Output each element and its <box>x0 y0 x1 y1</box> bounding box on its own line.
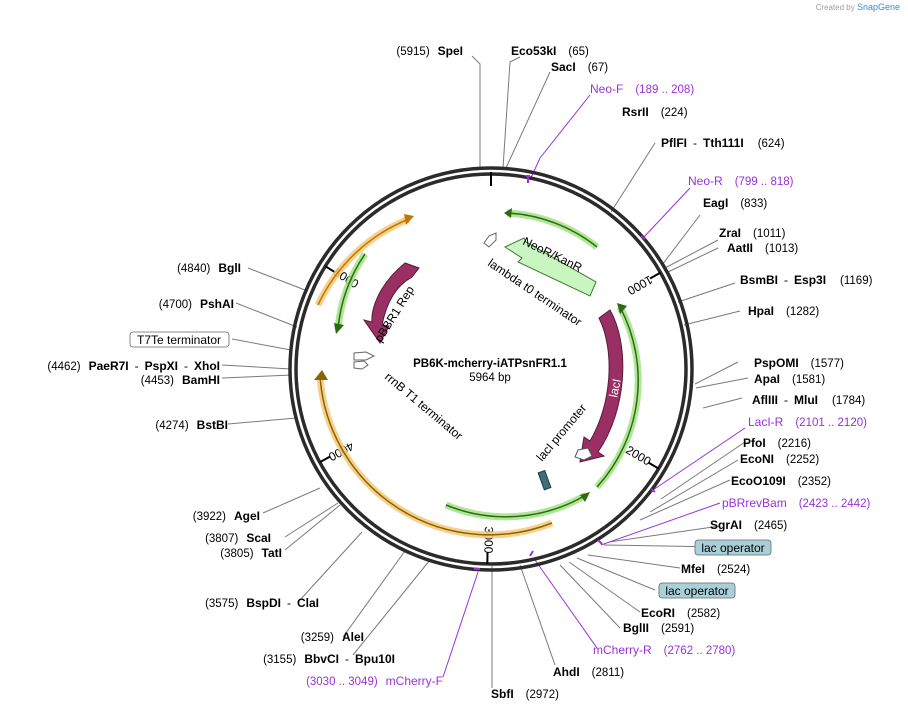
site-label-rsrii: RsrII(224) <box>622 105 688 119</box>
site-label-spei: (5915)SpeI <box>396 44 463 58</box>
site-label-bamhi: (4453)BamHI <box>141 373 220 387</box>
laci-promoter-glyph <box>574 447 593 461</box>
site-label-ecoo109i: EcoO109I(2352) <box>731 474 831 488</box>
primer-leader-lines <box>442 94 746 678</box>
primer-label-laci-r: LacI-R(2101 .. 2120) <box>748 415 867 429</box>
site-label-bglii: BglII(2591) <box>623 621 694 635</box>
tick-label-2000: 2000 <box>623 443 653 469</box>
lambda-terminator-glyph <box>483 232 497 248</box>
t7te-terminator-badge <box>129 331 230 348</box>
site-label-sgrai: SgrAI(2465) <box>710 518 787 532</box>
primer-marks <box>474 175 656 570</box>
rrnb-terminator-glyph-2 <box>353 360 369 370</box>
site-label-bstbi: (4274)BstBI <box>155 418 228 432</box>
primer-label-pbrrevbam: pBRrevBam(2423 .. 2442) <box>722 496 870 510</box>
site-label-alei: (3259)AleI <box>301 630 364 644</box>
rrnb-label: rrnB T1 terminator <box>382 370 465 443</box>
leader-lines <box>221 55 749 688</box>
lac-operator-label-1: lac operator <box>701 541 764 555</box>
site-label-bspdi: (3575)BspDI-ClaI <box>205 596 319 610</box>
snapgene-brand: SnapGene <box>856 2 900 12</box>
site-label-pfoi: PfoI(2216) <box>743 436 811 450</box>
site-label-eagi: EagI(833) <box>703 196 767 210</box>
site-label-apai: ApaI(1581) <box>754 372 825 386</box>
site-label-bsmbi: BsmBI-Esp3I(1169) <box>740 273 873 287</box>
neor-kanr-feature <box>503 237 597 297</box>
site-label-sbfi: SbfI(2972) <box>491 687 559 701</box>
site-label-afliii: AflIII-MluI(1784) <box>752 393 865 407</box>
site-label-agei: (3922)AgeI <box>193 509 260 523</box>
site-label-tati: (3805)TatI <box>220 546 282 560</box>
site-label-pshai: (4700)PshAI <box>159 297 234 311</box>
site-label-ahdi: AhdI(2811) <box>553 665 624 679</box>
plasmid-length: 5964 bp <box>469 372 511 384</box>
plasmid-name: PB6K-mcherry-iATPsnFR1.1 <box>413 358 567 370</box>
lac-operator-block <box>537 469 552 491</box>
site-label-pflfi: PflFI-Tth111I(624) <box>661 136 785 150</box>
lac-operator-badge-2 <box>658 582 736 599</box>
credit-prefix: Created by <box>815 3 855 12</box>
site-label-eco53ki: Eco53kI(65) <box>511 44 589 58</box>
primer-label-mcherry-r: mCherry-R(2762 .. 2780) <box>593 643 735 657</box>
site-label-paer7i: (4462)PaeR7I-PspXI-XhoI <box>47 359 220 373</box>
site-label-pspomi: PspOMI(1577) <box>754 356 844 370</box>
primer-label-mcherry-f: (3030 .. 3049)mCherry-F <box>306 674 443 688</box>
orf-arc-mcherry <box>316 375 554 539</box>
site-label-econi: EcoNI(2252) <box>740 452 819 466</box>
site-label-ecori: EcoRI(2582) <box>641 606 720 620</box>
backbone-outer <box>288 166 694 572</box>
snapgene-credit: Created by SnapGene <box>816 2 900 12</box>
lac-operator-label-2: lac operator <box>665 584 728 598</box>
site-label-zrai: ZraI(1011) <box>719 226 786 240</box>
primer-label-neo-r: Neo-R(799 .. 818) <box>688 174 794 188</box>
tick-mark-2000 <box>647 461 660 470</box>
tick-label-1000: 1000 <box>625 272 655 298</box>
site-label-bbvci: (3155)BbvCI-Bpu10I <box>263 652 395 666</box>
primer-label-neo-f: Neo-F(189 .. 208) <box>590 82 694 96</box>
lac-operator-badge-1 <box>694 539 772 556</box>
site-label-saci: SacI(67) <box>551 60 608 74</box>
rrnb-terminator-glyph <box>353 351 376 361</box>
laci-feature <box>579 309 624 463</box>
tick-label-3000: 3000 <box>481 527 496 554</box>
tick-mark-5000 <box>324 265 337 274</box>
site-label-scai: (3807)ScaI <box>205 531 271 545</box>
laci-label: lacI <box>606 377 624 398</box>
site-label-aatii: AatII(1013) <box>727 241 798 255</box>
t7te-terminator-label: T7Te terminator <box>137 333 221 347</box>
site-label-hpai: HpaI(1282) <box>748 304 819 318</box>
tick-mark-1000 <box>649 271 661 280</box>
site-label-bgli: (4840)BglI <box>177 261 241 275</box>
tick-mark-4000 <box>319 455 331 464</box>
site-label-mfei: MfeI(2524) <box>681 562 750 576</box>
pbbr1-rep-feature <box>362 262 420 344</box>
